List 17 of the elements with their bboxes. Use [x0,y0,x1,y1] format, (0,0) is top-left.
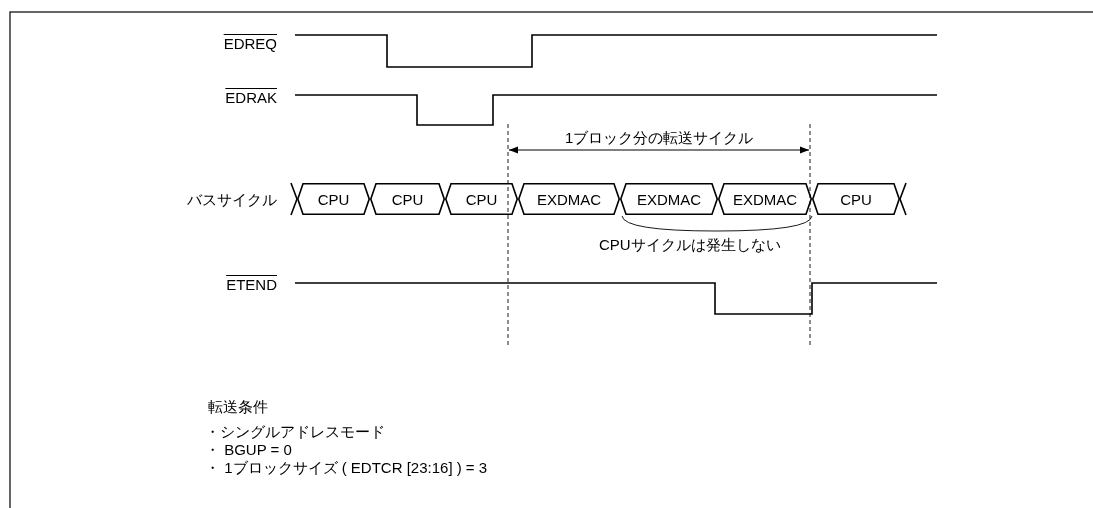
bus-cycle-box: EXDMAC [620,183,718,215]
condition-item: ・シングルアドレスモード [205,423,385,441]
annotation-text: CPUサイクルは発生しない [599,236,781,254]
bus-cycle-box: CPU [297,183,370,215]
signal-name: EDRAK [224,89,277,107]
signal-name: EDREQ [222,35,277,53]
condition-item: ・ 1ブロックサイズ ( EDTCR [23:16] ) = 3 [205,459,488,477]
bus-cycle-box: CPU [370,183,445,215]
notes-heading: 転送条件 [208,398,268,416]
bus-cycle-box: CPU [445,183,518,215]
bus-cycle-box: EXDMAC [718,183,812,215]
bus-cycle-box: EXDMAC [518,183,620,215]
dimension-label: 1ブロック分の転送サイクル [565,129,754,147]
signal-name: バスサイクル [187,191,277,209]
bus-cycle-box: CPU [812,183,900,215]
signal-name: ETEND [225,276,277,294]
condition-item: ・ BGUP = 0 [205,441,292,459]
